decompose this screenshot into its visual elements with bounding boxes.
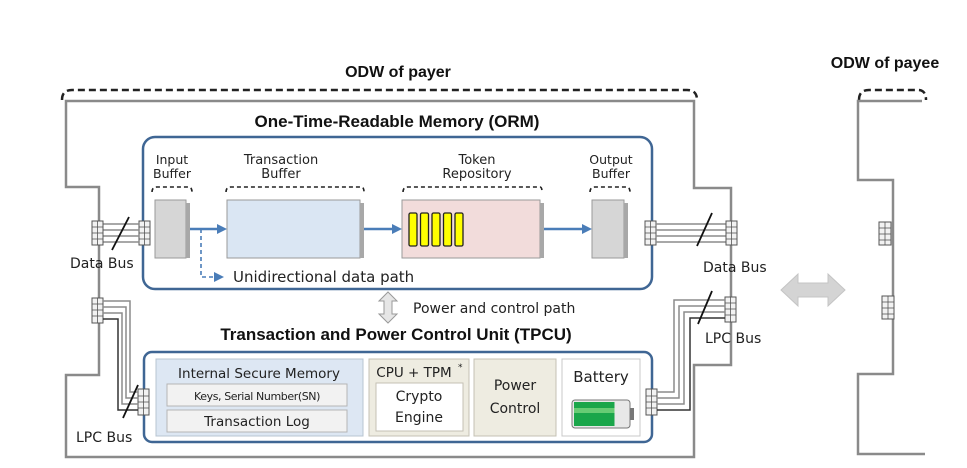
input-buffer: Input Buffer <box>151 152 193 259</box>
cpu-tpm-footnote: * <box>458 363 463 373</box>
data-bus-right <box>656 212 738 247</box>
tpcu-right-connector <box>645 388 658 416</box>
data-bus-left <box>91 216 139 251</box>
transaction-buffer: Transaction Buffer <box>225 153 365 259</box>
orm-panel <box>141 135 654 291</box>
lpc-bus-right-label: LPC Bus <box>705 331 761 347</box>
power-control-label-1: Power <box>494 378 537 394</box>
token-group <box>408 212 464 247</box>
keys-box <box>166 383 348 407</box>
token <box>431 212 441 247</box>
keys-label: Keys, Serial Number(SN) <box>194 390 320 403</box>
input-buffer-label-2: Buffer <box>153 166 192 181</box>
data-bus-left-label: Data Bus <box>70 256 134 272</box>
odw-payer-bracket <box>60 88 699 101</box>
exchange-arrow-icon <box>780 272 846 308</box>
crypto-engine-label-2: Engine <box>395 410 443 426</box>
token-repository-label-2: Repository <box>442 167 511 182</box>
odw-payer-outline <box>64 99 733 459</box>
battery-label: Battery <box>573 368 629 386</box>
transaction-log-label: Transaction Log <box>203 414 310 430</box>
lpc-bus-right <box>657 290 737 411</box>
data-bus-right-label: Data Bus <box>703 260 767 276</box>
payee-data-connector <box>878 221 892 246</box>
transaction-buffer-label-2: Buffer <box>261 167 301 182</box>
battery-icon <box>571 399 634 429</box>
power-control-path-label: Power and control path <box>413 301 575 317</box>
internal-secure-memory: Internal Secure Memory Keys, Serial Numb… <box>155 358 364 437</box>
power-control-arrow-icon <box>377 291 399 324</box>
input-buffer-label-1: Input <box>156 152 188 167</box>
odw-payee-outline <box>856 99 925 456</box>
token-repository: Token Repository <box>401 153 544 259</box>
token <box>454 212 464 247</box>
tpcu-title: Transaction and Power Control Unit (TPCU… <box>220 325 571 344</box>
output-buffer: Output Buffer <box>589 152 633 259</box>
lpc-bus-left <box>91 297 139 419</box>
crypto-engine-box <box>375 382 464 432</box>
orm-title: One-Time-Readable Memory (ORM) <box>255 112 540 131</box>
token <box>419 212 430 247</box>
battery-block: Battery <box>561 358 641 437</box>
payee-lpc-connector <box>881 295 895 320</box>
power-control-label-2: Control <box>490 401 541 417</box>
token-repository-label-1: Token <box>458 153 496 168</box>
token <box>408 212 418 247</box>
transaction-log-box <box>166 409 348 433</box>
lpc-bus-left-label: LPC Bus <box>76 430 132 446</box>
battery-level-fill <box>574 402 615 426</box>
token <box>442 212 453 247</box>
odw-payer-label: ODW of payer <box>345 64 451 81</box>
output-buffer-label-2: Buffer <box>592 166 631 181</box>
cpu-tpm-block: CPU + TPM * Crypto Engine <box>368 358 470 437</box>
transaction-buffer-label-1: Transaction <box>243 153 318 168</box>
orm-left-connector <box>138 220 151 246</box>
output-buffer-label-1: Output <box>589 152 633 167</box>
odw-payee-bracket <box>857 88 928 101</box>
orm-right-connector <box>644 220 657 246</box>
data-flow-arrows <box>190 224 592 282</box>
unidirectional-path-label: Unidirectional data path <box>233 268 414 286</box>
cpu-tpm-title: CPU + TPM <box>376 365 451 381</box>
secure-memory-title: Internal Secure Memory <box>178 366 340 382</box>
power-control-block: Power Control <box>473 358 557 437</box>
odw-payee-label: ODW of payee <box>831 55 940 72</box>
crypto-engine-label-1: Crypto <box>396 389 443 405</box>
tpcu-left-connector <box>137 388 150 416</box>
